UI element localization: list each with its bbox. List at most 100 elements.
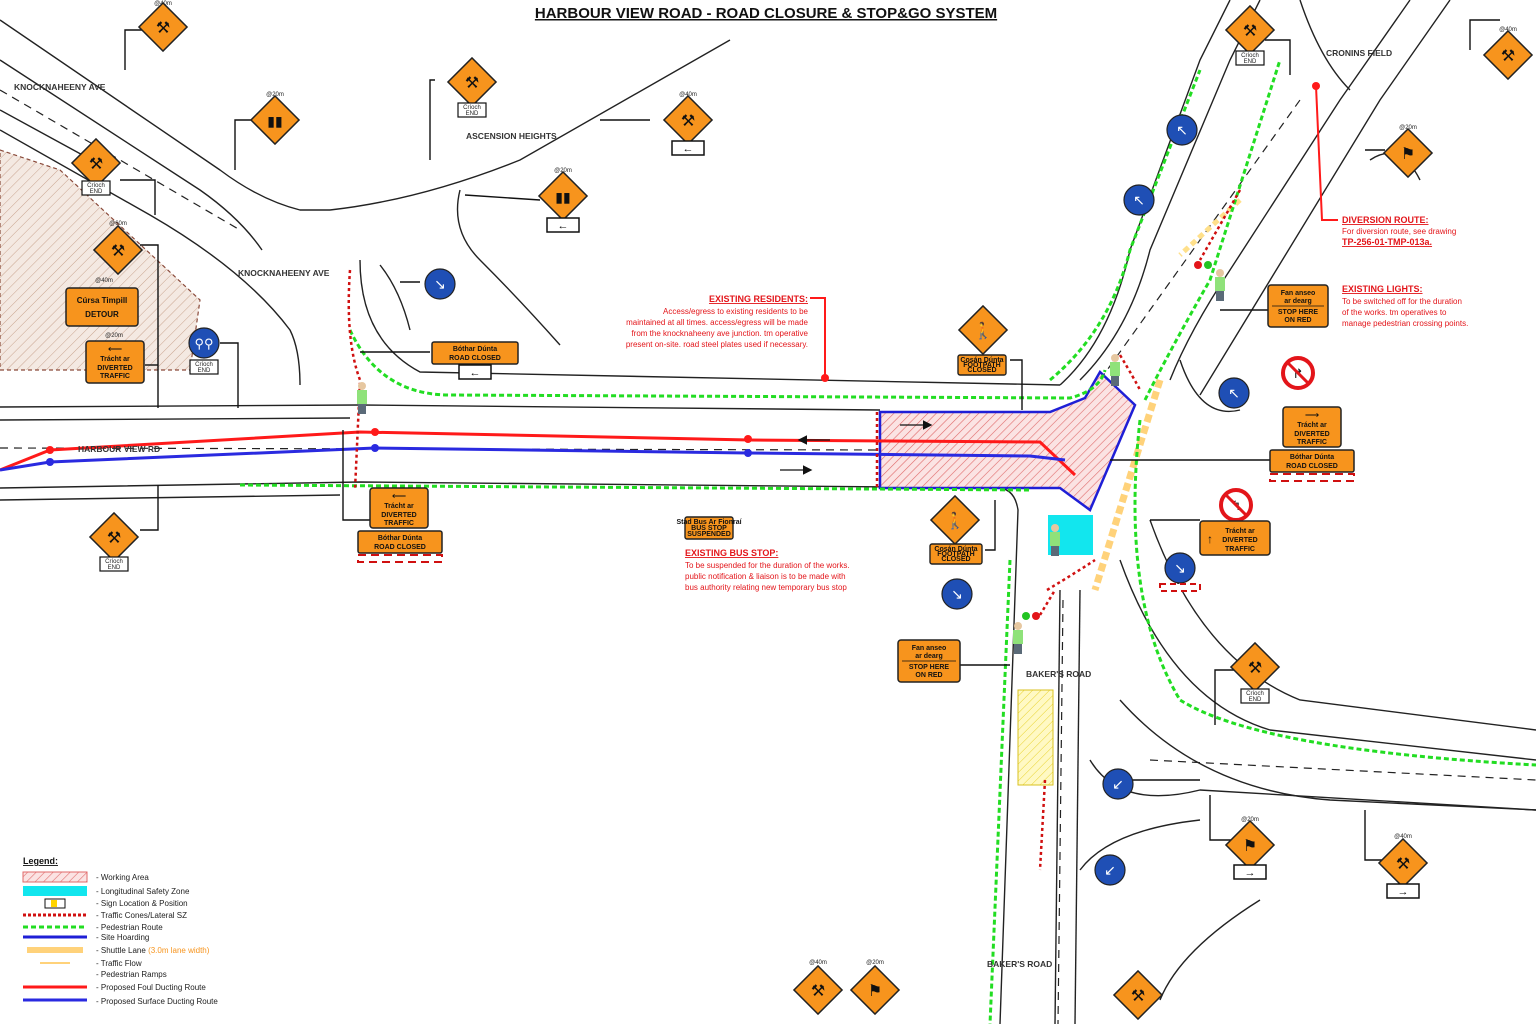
legend-label: - Shuttle Lane (3.0m lane width) (96, 946, 210, 955)
sign-text: DIVERTED (1294, 431, 1329, 438)
end-plate-text: END (108, 565, 121, 571)
end-plate-6: Críoch END (1240, 688, 1270, 704)
flagman-sign-3: @20m ⚑ (849, 960, 901, 1016)
road-label-bakers-road-mid: BAKER'S ROAD (1026, 669, 1091, 679)
sign-text: ROAD CLOSED (374, 544, 426, 551)
worker-icon: ⚒ (1243, 23, 1257, 40)
road-closed-sign-1: Bóthar Dúnta ROAD CLOSED (431, 341, 519, 365)
keep-left-sign-6: ↘ (1159, 552, 1201, 592)
keep-left-arrow-icon: ↙ (1104, 862, 1116, 878)
legend-label: - Pedestrian Route (96, 923, 163, 932)
shuttle-lane-2 (1178, 198, 1242, 257)
pedestrian-ramp-area (1017, 689, 1054, 786)
note-line: bus authority relating new temporary bus… (685, 583, 847, 592)
bicycle-icon: ⚲⚲ (194, 336, 213, 351)
pedestrian-icon: 🚶 (973, 321, 993, 340)
footpath-closed-sign-1: Cosán Dúnta FOOTPATH CLOSED (957, 354, 1007, 376)
distance-label: @40m (809, 960, 827, 966)
end-plate-text: Críoch (87, 183, 105, 189)
note-existing-bus-stop: EXISTING BUS STOP: To be suspended for t… (685, 548, 850, 592)
roadworks-sign-6: ⚒ (88, 511, 140, 563)
note-heading: EXISTING RESIDENTS: (709, 294, 808, 304)
road-closed-sign-2: Bóthar Dúnta ROAD CLOSED (357, 530, 443, 563)
arrow-left-icon: ← (558, 220, 569, 232)
diversion-leader (1315, 85, 1338, 221)
legend-label-text: Traffic Flow (101, 959, 142, 968)
legend-swatch-safety-zone (23, 886, 87, 896)
note-line: Access/egress to existing residents to b… (663, 307, 809, 316)
arrow-plate-1: ← (671, 140, 705, 156)
sign-text: Bóthar Dúnta (378, 535, 422, 542)
road-label-knocknaheeny-ave-mid: KNOCKNAHEENY AVE (238, 268, 330, 278)
sign-text: FOOTPATH (963, 362, 1000, 369)
roadworks-sign-4: ⚒ (70, 137, 122, 189)
distance-label: @20m (105, 333, 123, 339)
flagman-icon: ⚑ (868, 983, 882, 1000)
legend-label-text: Working Area (101, 873, 149, 882)
end-plate-text: Críoch (1241, 53, 1259, 59)
keep-left-sign-5: ↖ (1218, 377, 1250, 409)
end-plate-5: Críoch END (1235, 50, 1265, 66)
sign-text: DIVERTED (1222, 537, 1257, 544)
arrow-plate-4: → (1233, 864, 1267, 880)
note-line: from the knocknaheeny ave junction. tm o… (631, 329, 808, 338)
arrow-left-icon: ← (683, 143, 694, 155)
sign-text: DIVERTED (381, 512, 416, 519)
barrier (1159, 583, 1201, 592)
note-line: To be switched off for the duration (1342, 297, 1462, 306)
sign-text: ROAD CLOSED (449, 355, 501, 362)
arrow-right-icon: ⟶ (1305, 410, 1319, 421)
legend-heading: Legend: (23, 856, 58, 866)
keep-left-arrow-icon: ↖ (1176, 122, 1188, 138)
residents-leader (810, 297, 826, 378)
keep-left-sign-1: ↘ (424, 268, 456, 300)
legend-label-text: Longitudinal Safety Zone (101, 887, 190, 896)
flagman-sign-1: @20m ⚑ (1382, 125, 1434, 179)
road-label-harbour-view-rd: HARBOUR VIEW RD (78, 444, 160, 454)
worker-icon: ⚒ (89, 156, 103, 173)
sign-text: BUS STOP (691, 525, 727, 532)
arrow-plate-3: ← (458, 364, 492, 380)
keep-left-sign-3: ↖ (1166, 114, 1198, 146)
keep-left-arrow-icon: ↖ (1228, 385, 1240, 401)
end-plate-text: END (466, 111, 479, 117)
legend-note: (3.0m lane width) (148, 946, 210, 955)
sign-text: ROAD CLOSED (1286, 463, 1338, 470)
sign-text: TRAFFIC (1297, 439, 1327, 446)
end-plate-2: Críoch END (81, 180, 111, 196)
note-diversion-route: DIVERSION ROUTE: For diversion route, se… (1342, 215, 1456, 247)
legend-label: - Traffic Flow (96, 959, 142, 968)
worker-icon: ⚒ (1396, 856, 1410, 873)
arrow-left-icon: ⟵ (392, 491, 406, 502)
sign-text: STOP HERE (1278, 309, 1319, 316)
road-label-knocknaheeny-ave-top: KNOCKNAHEENY AVE (14, 82, 106, 92)
traffic-operative-2 (1110, 354, 1120, 386)
sign-text: Cosán Dúnta (960, 357, 1003, 364)
legend-label: - Sign Location & Position (96, 899, 188, 908)
worker-icon: ⚒ (1248, 660, 1262, 677)
legend-label: - Working Area (96, 873, 149, 882)
sign-text: TRAFFIC (1225, 546, 1255, 553)
arrow-right-icon: → (1245, 867, 1256, 879)
flagman-icon: ⚑ (1243, 838, 1257, 855)
end-plate-text: END (198, 368, 211, 374)
note-line: present on-site. road steel plates used … (626, 340, 808, 349)
diverted-traffic-sign-bottom-right: ↑ Trácht ar DIVERTED TRAFFIC (1199, 520, 1271, 556)
arrow-plate-2: ← (546, 217, 580, 233)
legend-label-text: Proposed Surface Ducting Route (101, 997, 219, 1006)
arrow-left-icon: ← (470, 367, 481, 379)
note-heading: DIVERSION ROUTE: (1342, 215, 1429, 225)
pedestrian-route (239, 59, 1536, 1024)
detour-text-irish: Cúrsa Timpill (77, 296, 128, 305)
sign-text: Trácht ar (384, 503, 414, 510)
sign-text: Bóthar Dúnta (453, 346, 497, 353)
roadworks-sign-1: @40m ⚒ (137, 1, 189, 53)
worker-icon: ⚒ (681, 113, 695, 130)
road-label-cronins-field: CRONINS FIELD (1326, 48, 1392, 58)
end-plate-3: Críoch END (189, 359, 219, 375)
end-plate-text: END (1249, 697, 1262, 703)
sign-text: Trácht ar (1297, 422, 1327, 429)
note-existing-residents: EXISTING RESIDENTS: Access/egress to exi… (626, 294, 809, 349)
